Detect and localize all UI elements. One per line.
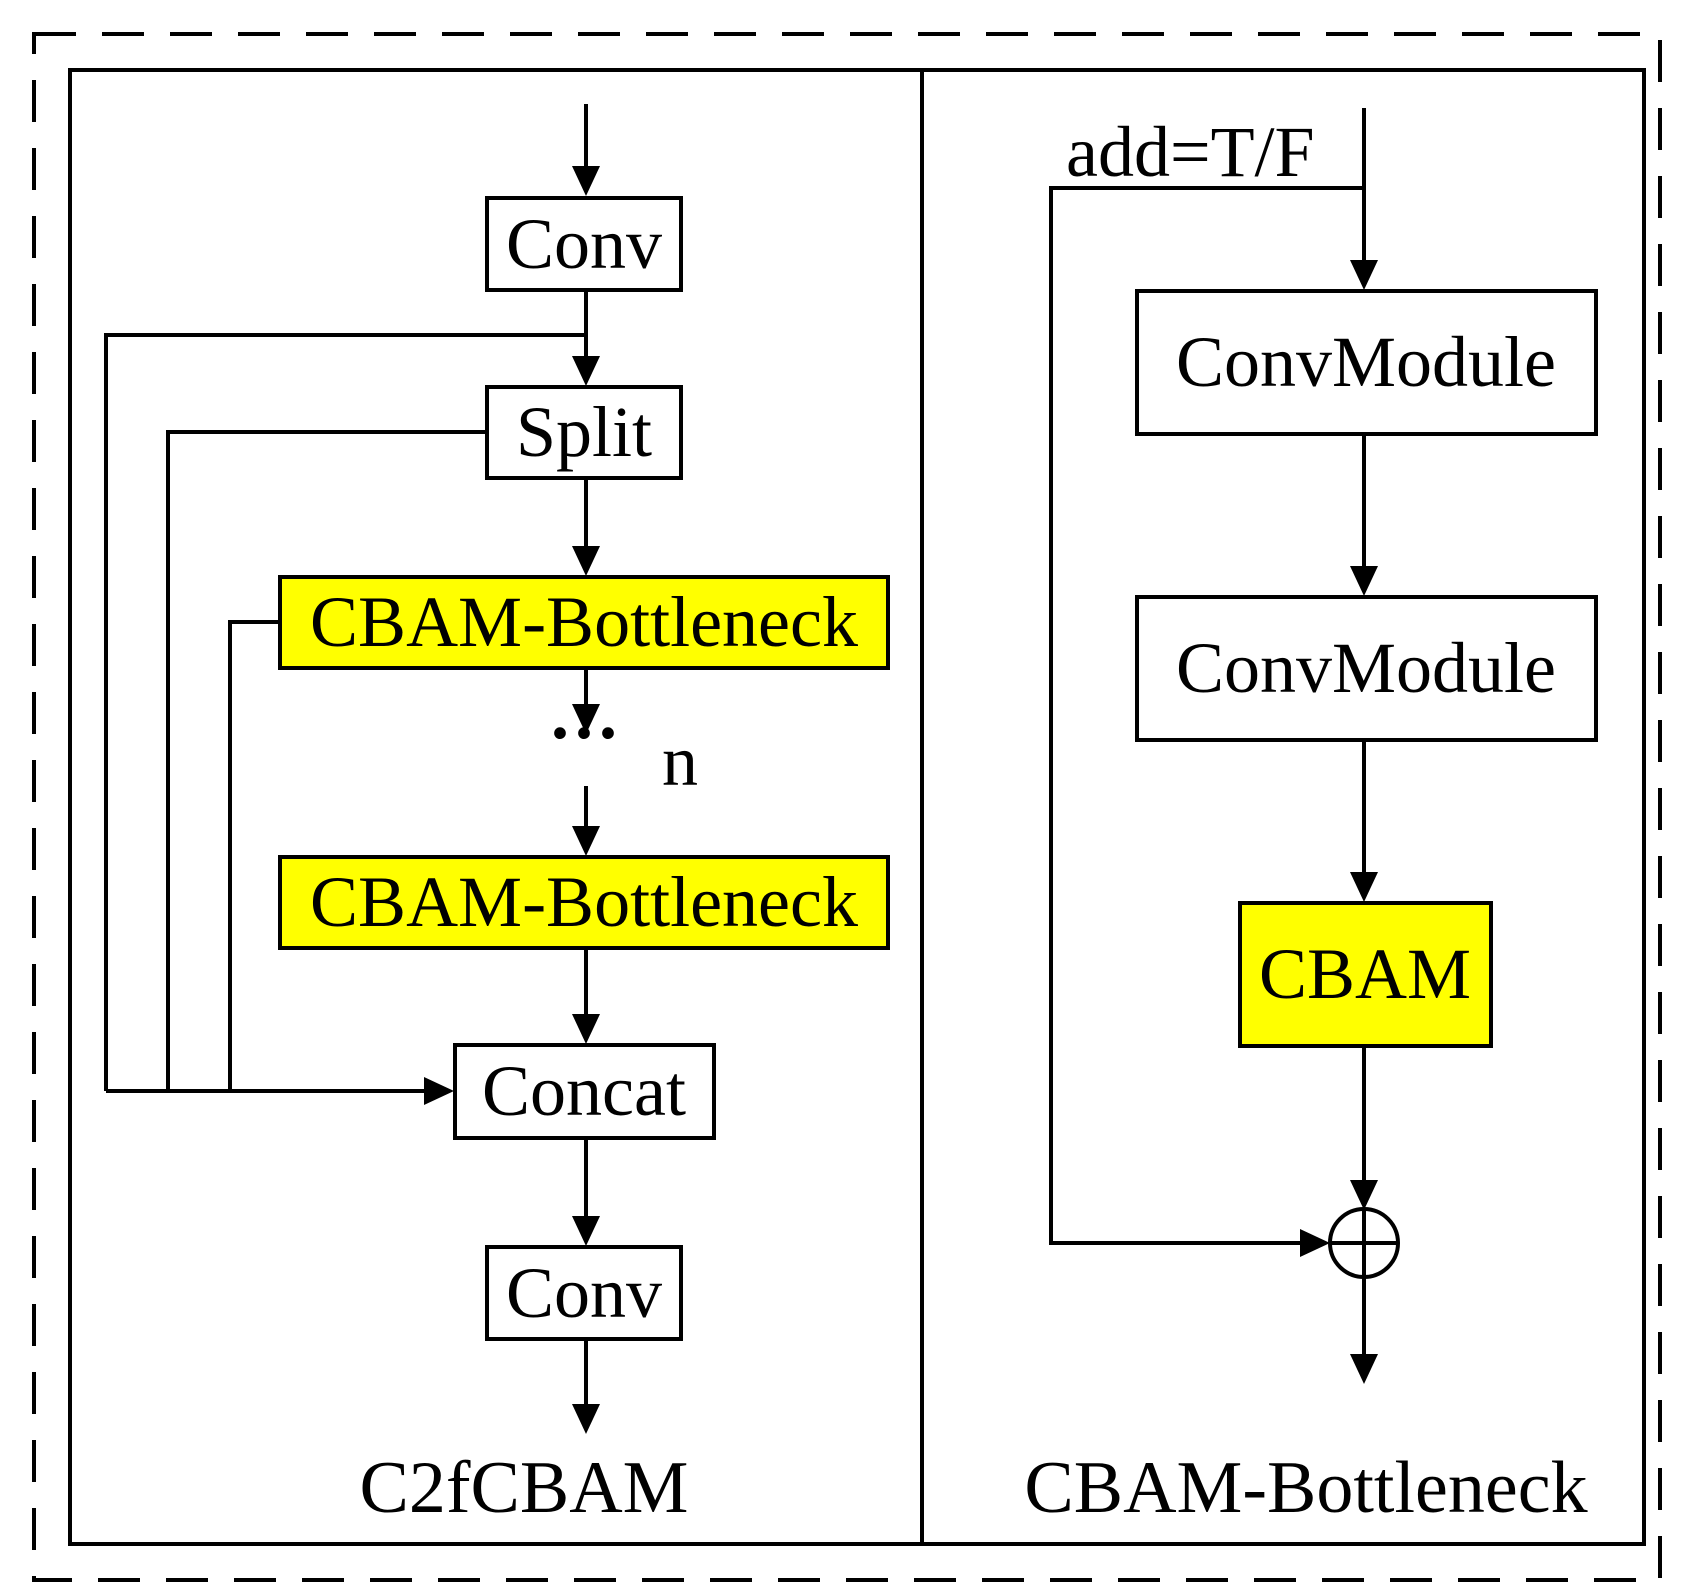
conv-top-box (485, 196, 683, 292)
concat-label: Concat (482, 1051, 686, 1131)
residual-shortcut-line (1049, 186, 1364, 1245)
outer-dashed-frame (32, 32, 1662, 1582)
arrow-head (1350, 1180, 1378, 1210)
arrow-head (1350, 872, 1378, 902)
skip-connection-bottleneck (228, 620, 280, 1091)
repeat-count-label: n (662, 721, 698, 801)
conv-bottom-box (485, 1245, 683, 1341)
cbam-bottleneck-2-box (278, 855, 890, 950)
left-panel: Conv Split CBAM-Bottleneck ··· n CBAM-Bo… (104, 104, 890, 1529)
inner-frame (68, 68, 1646, 1546)
arrow-head (572, 1014, 600, 1044)
right-panel-caption: CBAM-Bottleneck (1024, 1447, 1587, 1529)
shortcut-label: add=T/F (1066, 112, 1315, 192)
arrow-head (572, 1404, 600, 1434)
arrow-head (572, 546, 600, 576)
arrow-head (1350, 1354, 1378, 1384)
arrow-head (424, 1077, 454, 1105)
repeat-dots: ··· (548, 693, 620, 773)
arrow-head (1350, 566, 1378, 596)
right-panel: add=T/F ConvModule ConvModule CBAM (1024, 108, 1598, 1529)
concat-box (453, 1043, 716, 1140)
cbam-bottleneck-2-label: CBAM-Bottleneck (310, 862, 858, 942)
arrow-head (572, 704, 600, 734)
left-panel-caption: C2fCBAM (360, 1447, 689, 1529)
arrow-head (1350, 260, 1378, 290)
split-label: Split (516, 392, 652, 472)
convmodule-2-label: ConvModule (1176, 628, 1556, 708)
arrow-head (572, 166, 600, 196)
conv-bottom-label: Conv (506, 1253, 662, 1333)
arrow-head (572, 826, 600, 856)
cbam-bottleneck-1-label: CBAM-Bottleneck (310, 582, 858, 662)
arrow-head (572, 356, 600, 386)
skip-connection-conv (104, 333, 586, 1091)
cbam-label: CBAM (1259, 934, 1471, 1014)
skip-connection-split (166, 430, 487, 1091)
convmodule-1-label: ConvModule (1176, 322, 1556, 402)
arrow-head (572, 1216, 600, 1246)
convmodule-2-box (1135, 595, 1598, 742)
plus-circle-icon (1328, 1207, 1400, 1279)
cbam-box (1238, 901, 1493, 1048)
conv-top-label: Conv (506, 204, 662, 284)
convmodule-1-box (1135, 289, 1598, 436)
arrow-head (1300, 1229, 1330, 1257)
